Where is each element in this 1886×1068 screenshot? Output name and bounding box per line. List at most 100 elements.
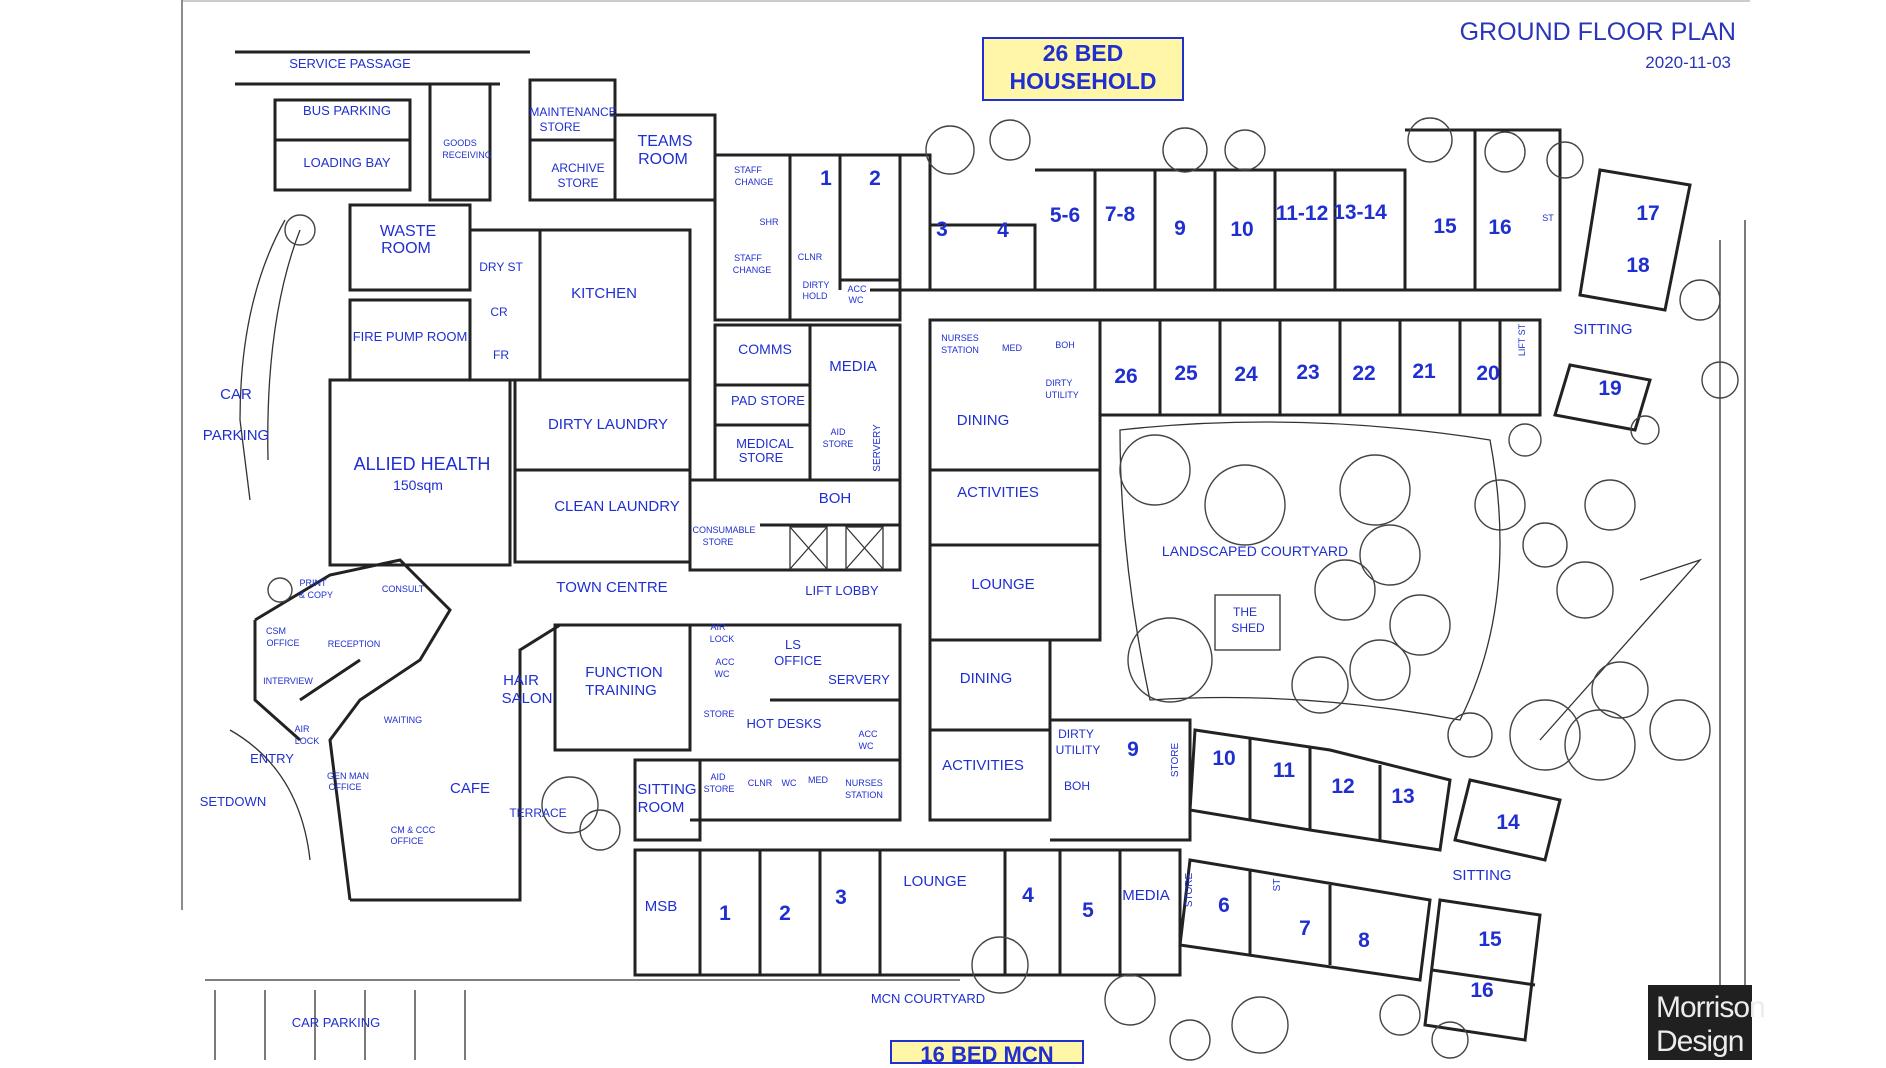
room-label: DIRTY LAUNDRY (548, 416, 668, 433)
room-label: STAFF (734, 165, 762, 175)
room-label: WAITING (384, 715, 422, 725)
room-label: PRINT (300, 578, 328, 588)
function-services-walls (553, 623, 902, 822)
tree-symbol (1339, 454, 1411, 526)
room-label-vertical: LIFT ST (1517, 323, 1527, 356)
room-label: MEDICAL (736, 436, 794, 451)
bed-number: 14 (1496, 811, 1520, 834)
tree-symbol (1522, 522, 1568, 568)
reception-inner-walls (253, 620, 361, 742)
tree-symbol (1679, 279, 1721, 321)
room-14-walls (1453, 778, 1562, 862)
room-label: CLEAN LAUNDRY (554, 498, 680, 515)
room-label: AID (830, 427, 846, 437)
room-label: ACC (858, 729, 878, 739)
room-label: 150sqm (393, 477, 443, 493)
bed-number: 7 (1299, 917, 1311, 940)
bed-number: 8 (1358, 929, 1370, 952)
room-label: WC (859, 741, 874, 751)
mcn-label-box: 16 BED MCN (890, 1040, 1084, 1067)
service-block-walls (235, 50, 530, 202)
bed-number: 10 (1230, 218, 1253, 241)
room-label: FR (493, 348, 509, 362)
room-label: STORE (704, 784, 735, 794)
room-label: LIFT LOBBY (805, 583, 879, 598)
tree-symbol (1379, 994, 1421, 1036)
east-path (1539, 558, 1703, 741)
room-label: STORE (739, 450, 784, 465)
tree-symbol (1509, 699, 1581, 771)
tree-symbol (1447, 712, 1493, 758)
tree-symbol (1349, 639, 1411, 701)
room-label: LOUNGE (903, 873, 966, 890)
room-label: ROOM (381, 240, 431, 257)
room-label: ACC (847, 284, 867, 294)
bed-number: 4 (997, 219, 1009, 242)
room-label: HAIR (503, 672, 539, 689)
tree-symbol (1431, 1021, 1469, 1059)
bed-number: 21 (1412, 360, 1436, 383)
tree-symbol (1701, 361, 1739, 399)
bed-number: 11-12 (1276, 202, 1329, 225)
tree-symbol (267, 577, 293, 603)
beds-1-4-walls (720, 153, 932, 292)
courtyard-outline (1119, 421, 1501, 721)
room-label: DIRTY (803, 280, 830, 290)
room-label: TRAINING (585, 682, 657, 699)
room-label: OFFICE (774, 653, 822, 668)
room-label: CAR PARKING (292, 1015, 381, 1030)
landscape-trees (267, 117, 1739, 1061)
bed-number: 23 (1296, 361, 1319, 384)
room-label: SHR (759, 217, 779, 227)
room-label: LOCK (710, 634, 735, 644)
tree-symbol (1104, 974, 1156, 1026)
tree-symbol (989, 119, 1031, 161)
room-label: OFFICE (267, 638, 300, 648)
room-label: WC (849, 295, 864, 305)
bed-number: 26 (1114, 365, 1137, 388)
tree-symbol (579, 809, 621, 851)
tree-symbol (1649, 699, 1711, 761)
tree-symbol (1169, 1019, 1211, 1061)
room-label: DIRTY (1058, 727, 1094, 741)
room-label: GEN MAN (327, 771, 369, 781)
tree-symbol (1359, 524, 1421, 586)
east-boundary (1719, 220, 1746, 1060)
room-label: TEAMS (637, 133, 692, 150)
reception-outer-wall (254, 558, 452, 901)
room-label: CAFE (450, 780, 490, 797)
room-label: ACTIVITIES (957, 484, 1039, 501)
laundry-walls (513, 378, 692, 564)
tree-symbol (1564, 709, 1636, 781)
room-label: AID (710, 772, 726, 782)
tree-symbol (1484, 131, 1526, 173)
household-label-line2: HOUSEHOLD (1009, 68, 1157, 94)
room-label: AIR (294, 724, 310, 734)
room-label: NURSES (845, 778, 883, 788)
setdown-curve (229, 729, 311, 861)
bed-number: 10 (1212, 747, 1235, 770)
building-walls (205, 50, 1746, 1060)
lift-2 (845, 526, 884, 570)
tree-symbol (1508, 423, 1542, 457)
bed-number: 16 (1470, 979, 1493, 1002)
north-rooms-east-walls (1405, 128, 1562, 292)
room-label: STAFF (734, 253, 762, 263)
room-label: WASTE (380, 223, 436, 240)
lift-crosses (789, 526, 884, 570)
waste-allied-walls (328, 203, 512, 567)
household-label-line1: 26 BED (1042, 40, 1124, 66)
rooms-17-18-walls (1578, 168, 1692, 312)
room-label: DRY ST (479, 260, 523, 274)
bed-number: 9 (1174, 217, 1186, 240)
beds-3-4-walls (928, 223, 1037, 292)
bed-number: 6 (1218, 894, 1230, 917)
room-label: ALLIED HEALTH (354, 454, 491, 474)
tree-symbol (1591, 661, 1649, 719)
bed-number: 22 (1352, 362, 1375, 385)
room-label: INTERVIEW (263, 676, 313, 686)
room-label: TOWN CENTRE (556, 579, 667, 596)
room-label: SETDOWN (200, 794, 266, 809)
room-label: THE (1233, 605, 1257, 619)
